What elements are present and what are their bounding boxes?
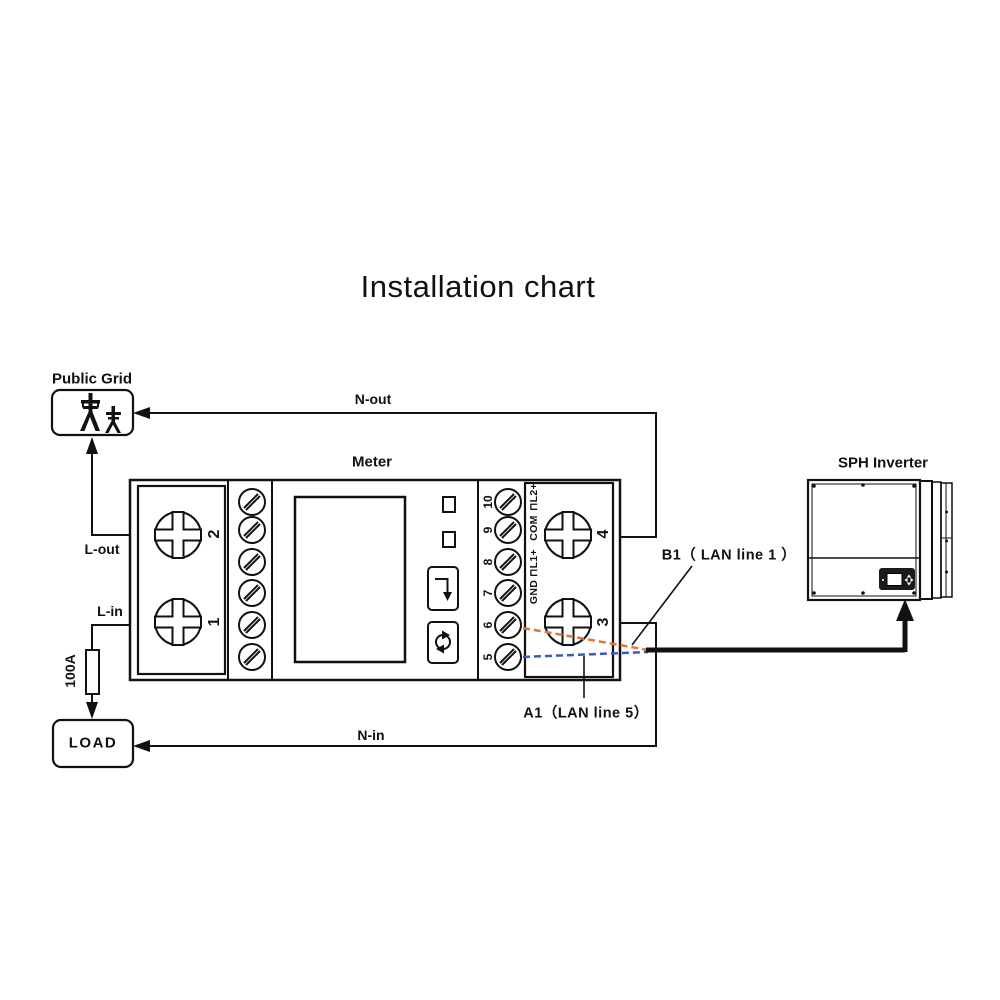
public-grid-label: Public Grid <box>51 370 133 388</box>
n-out-label: N-out <box>354 391 392 407</box>
a1-lan-label: A1（LAN line 5） <box>523 705 649 722</box>
screw-8-label: 8 <box>481 558 495 566</box>
fuse-rating-label: 100A <box>62 654 78 688</box>
enter-arrow-icon <box>435 578 452 601</box>
screw-9-label: 9 <box>481 526 495 534</box>
terminal-4-label: 4 <box>595 529 612 539</box>
l-in-label: L-in <box>97 603 123 619</box>
signal-l2-label: ⊓L2+ <box>528 483 540 511</box>
l-out-wire <box>86 437 130 536</box>
lan-wire-orange <box>522 626 649 652</box>
load-box <box>51 718 135 769</box>
n-out-arrowhead <box>133 407 150 419</box>
led-indicator-bottom <box>442 531 456 548</box>
terminal-4 <box>544 511 592 559</box>
inverter-side-fins <box>919 480 953 600</box>
b1-callout-line <box>631 565 693 646</box>
inverter-arrowhead <box>896 599 914 621</box>
meter-label: Meter <box>351 453 393 471</box>
lan-wire-blue <box>522 650 649 659</box>
fuse-symbol <box>85 649 100 695</box>
page-title: Installation chart <box>360 269 596 304</box>
inverter-label: SPH Inverter <box>837 454 929 472</box>
screw-7-label: 7 <box>481 589 495 597</box>
public-grid-box <box>50 388 135 437</box>
n-in-wire <box>133 622 657 752</box>
signal-l1-label: ⊓L1+ <box>528 549 540 577</box>
led-indicator-top <box>442 496 456 513</box>
terminal-1-label: 1 <box>206 617 223 627</box>
control-panel-icon <box>879 568 915 590</box>
left-screw-terminals <box>238 488 266 671</box>
cycle-arrows-icon <box>435 630 451 654</box>
meter-lcd-display <box>293 495 407 664</box>
terminal-2 <box>154 511 202 559</box>
terminal-2-label: 2 <box>206 529 223 539</box>
signal-gnd-label: GND <box>528 579 540 605</box>
enter-button <box>427 566 459 611</box>
screw-5-label: 5 <box>481 653 495 661</box>
terminal-1 <box>154 598 202 646</box>
n-in-arrowhead <box>133 740 150 752</box>
screw-10-label: 10 <box>481 495 495 509</box>
n-in-label: N-in <box>357 727 385 743</box>
right-screw-terminals <box>494 488 522 671</box>
b1-lan-label: B1（ LAN line 1 ） <box>661 547 797 564</box>
transmission-towers-icon <box>80 393 121 433</box>
terminal-3-label: 3 <box>595 617 612 627</box>
l-out-arrowhead <box>86 437 98 454</box>
cycle-button <box>427 621 459 664</box>
load-label: LOAD <box>68 734 118 752</box>
l-in-arrowhead <box>86 702 98 719</box>
l-in-wire <box>85 624 130 719</box>
l-out-label: L-out <box>84 541 120 557</box>
n-out-wire <box>133 407 657 538</box>
inverter-box <box>806 478 953 602</box>
signal-com-label: COM <box>528 515 540 541</box>
screw-6-label: 6 <box>481 621 495 629</box>
comm-cable <box>646 599 914 653</box>
